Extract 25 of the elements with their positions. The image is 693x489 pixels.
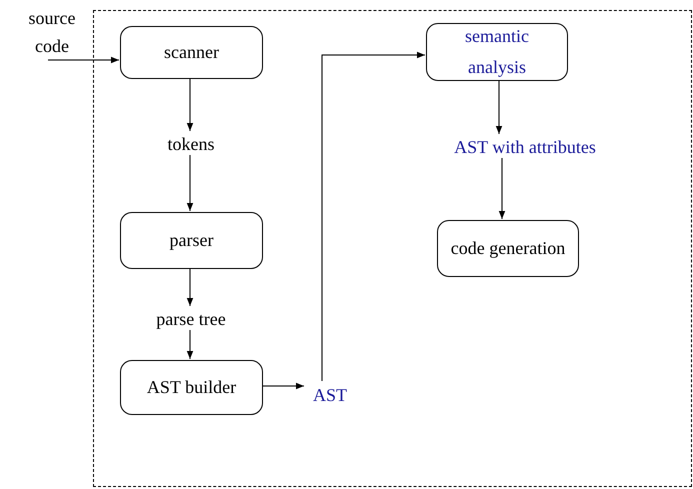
process-box [426,23,568,81]
arrow [186,330,194,360]
node-label: AST [312,384,347,406]
arrow [186,268,194,306]
node-label: AST with attributes [454,136,596,158]
node-label: parser [170,229,214,252]
node-label: AST builder [146,376,236,399]
node-label: semantic analysis [464,25,530,79]
arrow [496,80,502,134]
arrow [186,154,194,212]
arrow [322,52,426,382]
process-box [120,26,263,79]
node-label: source code [28,7,76,58]
node-label: scanner [164,41,219,64]
process-box [437,220,579,277]
process-box [120,212,263,269]
arrow [262,382,304,390]
node-label: code generation [450,237,566,260]
process-box [120,360,263,415]
node-label: parse tree [156,308,226,331]
arrow [186,78,194,132]
arrow [48,56,120,64]
node-label: tokens [168,132,214,156]
dashed-boundary [93,10,692,487]
arrow [498,158,506,220]
